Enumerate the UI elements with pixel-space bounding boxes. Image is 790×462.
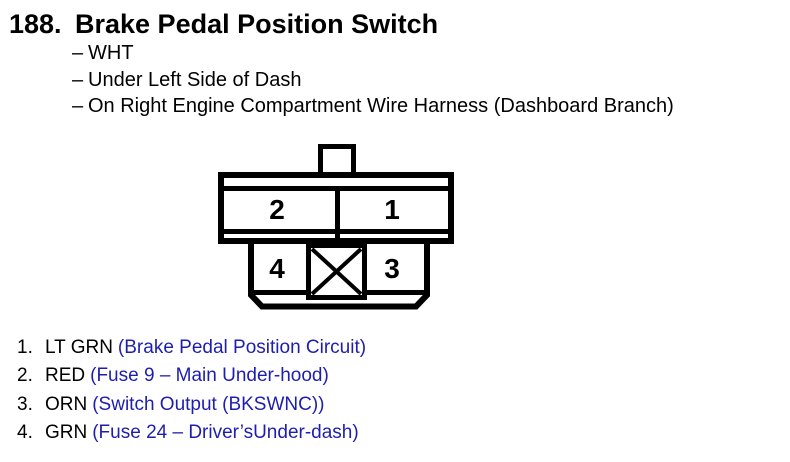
dash-bullet: – (72, 95, 84, 117)
detail-list: – WHT – Under Left Side of Dash – On Rig… (72, 40, 674, 120)
circuit-description: (Switch Output (BKSWNC)) (92, 393, 325, 415)
detail-item-harness: – On Right Engine Compartment Wire Harne… (72, 93, 674, 120)
wire-color: ORN (45, 393, 88, 415)
legend-item-3: 3. ORN(Switch Output (BKSWNC)) (17, 391, 366, 419)
wire-color: GRN (45, 422, 88, 444)
section-number: 188. (9, 9, 62, 39)
circuit-description: (Fuse 9 – Main Under-hood) (90, 365, 329, 387)
section-heading: 188. Brake Pedal Position Switch (0, 8, 790, 42)
legend-number: 3. (17, 393, 33, 415)
circuit-description: (Fuse 24 – Driver’sUnder-dash) (92, 422, 359, 444)
legend-number: 4. (17, 422, 33, 444)
legend-number: 1. (17, 337, 33, 358)
dash-bullet: – (72, 68, 84, 91)
pin-label-1: 1 (384, 194, 400, 225)
pin-label-3: 3 (384, 253, 400, 284)
circuit-description: (Brake Pedal Position Circuit) (117, 337, 367, 358)
legend-item-1: 1. LT GRN(Brake Pedal Position Circuit) (17, 334, 366, 362)
dash-bullet: – (72, 42, 84, 64)
page-title: Brake Pedal Position Switch (75, 9, 439, 39)
wire-color: RED (45, 365, 86, 387)
pin-label-2: 2 (269, 194, 285, 225)
blocked-cavity-x-diagonal-2 (310, 247, 363, 296)
detail-item-wire-color: – WHT (72, 40, 674, 67)
legend-item-2: 2. RED(Fuse 9 – Main Under-hood) (17, 362, 366, 390)
pin-label-4: 4 (269, 253, 285, 284)
legend-item-4: 4. GRN(Fuse 24 – Driver’sUnder-dash) (17, 419, 366, 447)
detail-item-location: – Under Left Side of Dash (72, 67, 674, 94)
legend-number: 2. (17, 365, 33, 387)
detail-text: Under Left Side of Dash (88, 68, 302, 91)
detail-text: WHT (88, 42, 134, 64)
wire-color: LT GRN (45, 337, 113, 358)
pin-legend: 1. LT GRN(Brake Pedal Position Circuit) 2… (17, 334, 366, 448)
detail-text: On Right Engine Compartment Wire Harness… (88, 95, 674, 117)
